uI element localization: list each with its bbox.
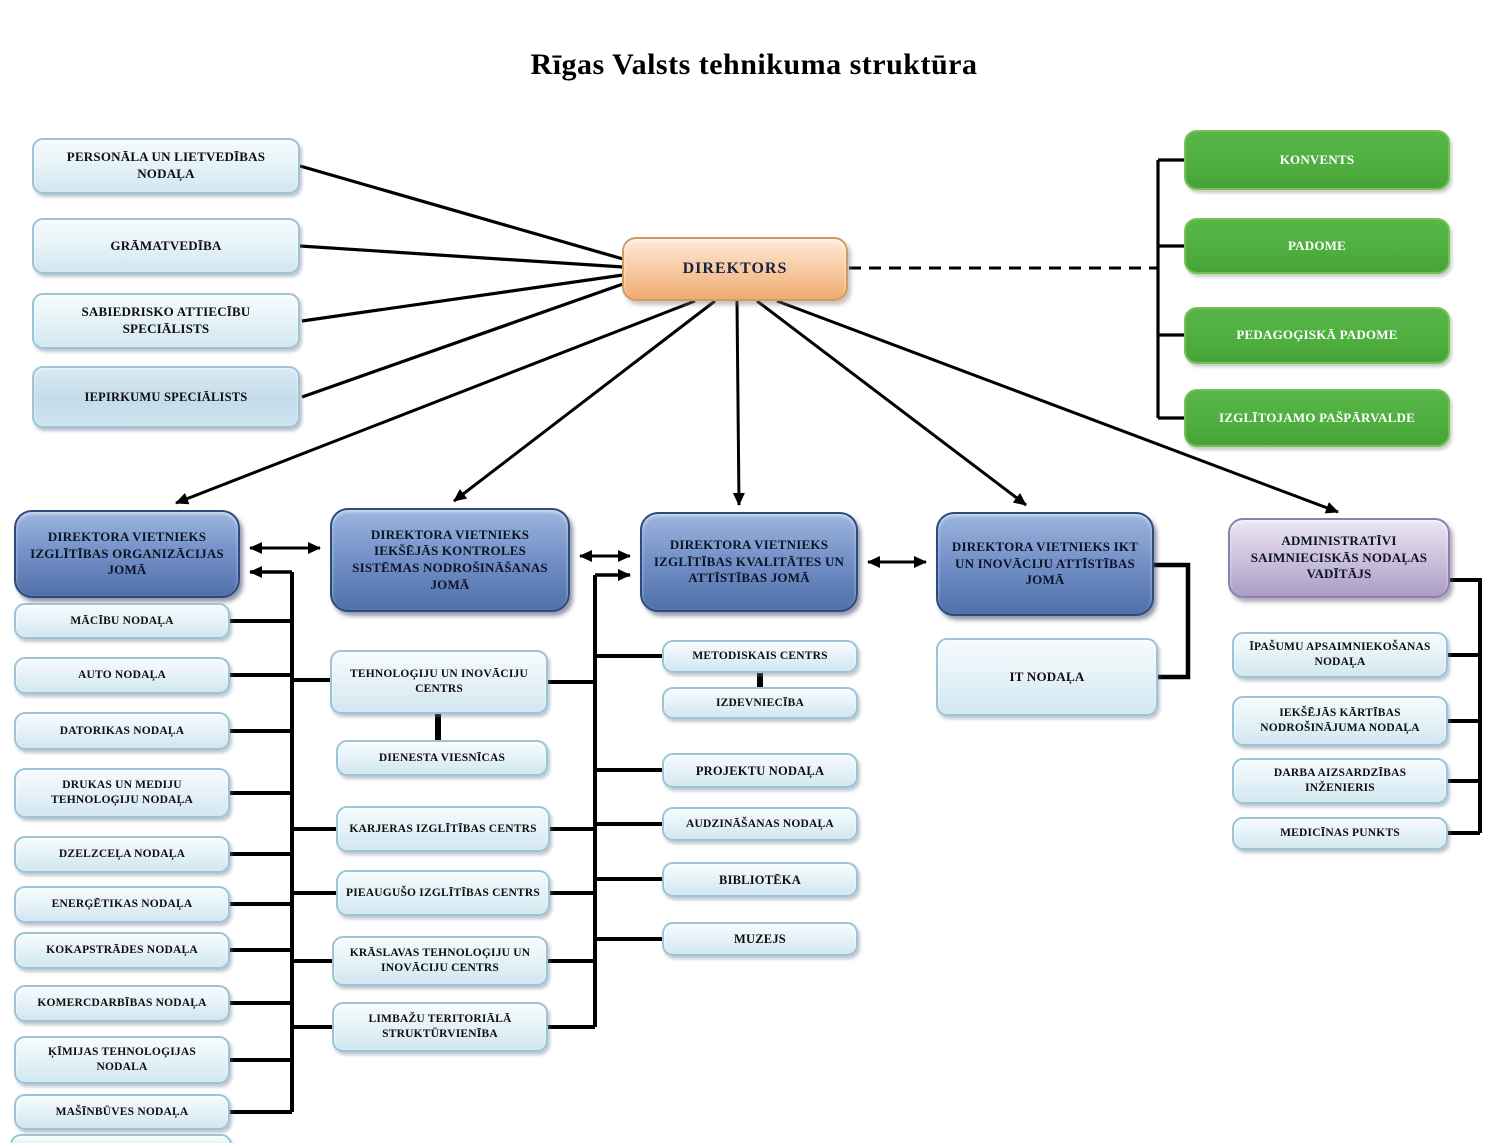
node-komercdarbibas-nodala: KOMERCDARBĪBAS NODAĻA [14, 985, 230, 1022]
arrow-director-dep2 [453, 299, 716, 503]
spine-left-stubs [230, 619, 292, 1114]
node-limbazu-teritoriala-strukturvieniba: LIMBAŽU TERITORIĀLĀ STRUKTŪRVIENĪBA [332, 1002, 548, 1052]
node-personala-un-lietvedibas-nodala: PERSONĀLA UN LIETVEDĪBAS NODAĻA [32, 138, 300, 194]
node-metodiskais-centrs: METODISKAIS CENTRS [662, 640, 858, 673]
node-iepirkumu-specialists: IEPIRKUMU SPECIĀLISTS [32, 366, 300, 428]
spine-admin [1448, 578, 1482, 835]
governance-bracket [1156, 158, 1184, 420]
node-kokapstrades-nodala: KOKAPSTRĀDES NODAĻA [14, 932, 230, 969]
node-karjeras-izglitibas-centrs: KARJERAS IZGLĪTĪBAS CENTRS [336, 806, 550, 852]
node-drukas-mediju-tehnologiju-nodala: DRUKAS UN MEDIJU TEHNOLOĢIJU NODAĻA [14, 768, 230, 818]
arrow-director-dep1 [175, 299, 696, 505]
arrow-director-dep4 [756, 299, 1027, 507]
node-macibu-nodala: MĀCĪBU NODAĻA [14, 603, 230, 639]
node-tehnologiju-inovaciju-centrs: TEHNOLOĢIJU UN INOVĀCIJU CENTRS [330, 650, 548, 714]
node-dienesta-viesnicas: DIENESTA VIESNĪCAS [336, 740, 548, 776]
node-datorikas-nodala: DATORIKAS NODAĻA [14, 712, 230, 750]
node-direktors: DIREKTORS [622, 237, 848, 301]
node-pieauguso-izglitibas-centrs: PIEAUGUŠO IZGLĪTĪBAS CENTRS [336, 870, 550, 916]
spine-right-unit-stubs [595, 654, 662, 941]
node-ieksejas-kartibas-nodrosinajuma-nodala: IEKŠĒJĀS KĀRTĪBAS NODROŠINĀJUMA NODAĻA [1232, 696, 1448, 746]
node-darba-aizsardzibas-inzenieris: DARBA AIZSARDZĪBAS INŽENIERIS [1232, 758, 1448, 804]
node-deputy-ikt-inovaciju: DIREKTORA VIETNIEKS IKT UN INOVĀCIJU ATT… [936, 512, 1154, 616]
link-dep4-it [1152, 562, 1191, 680]
spine-right-centre-stubs [548, 680, 595, 1029]
node-it-nodala: IT NODAĻA [936, 638, 1158, 716]
chart-title: Rīgas Valsts tehnikuma struktūra [530, 48, 978, 81]
node-dzelzcela-nodala: DZELZCEĻA NODAĻA [14, 836, 230, 873]
node-ipasumu-apsaimniekosanas-nodala: ĪPAŠUMU APSAIMNIEKOŠANAS NODAĻA [1232, 632, 1448, 678]
node-izglitojamo-pasparvalde: IZGLĪTOJAMO PAŠPĀRVALDE [1184, 389, 1450, 447]
node-audzinasanas-nodala: AUDZINĀŠANAS NODAĻA [662, 807, 858, 841]
node-padome: PADOME [1184, 218, 1450, 274]
line-sabiedrisko-director [301, 273, 624, 323]
node-konvents: KONVENTS [1184, 130, 1450, 190]
node-izdevnieciba: IZDEVNIECĪBA [662, 687, 858, 719]
node-deputy-kvalitates-attistibas: DIREKTORA VIETNIEKS IZGLĪTĪBAS KVALITĀTE… [640, 512, 858, 612]
spine-left-centre-stubs [292, 678, 336, 1029]
node-masinbuves-nodala: MAŠĪNBŪVES NODAĻA [14, 1094, 230, 1130]
node-deputy-ieksejas-kontroles: DIREKTORA VIETNIEKS IEKŠĒJĀS KONTROLES S… [330, 508, 570, 612]
arrow-director-dep3 [732, 300, 745, 506]
line-gramatvediba-director [299, 244, 624, 269]
node-sabiedrisko-attiecibu-specialists: SABIEDRISKO ATTIECĪBU SPECIĀLISTS [32, 293, 300, 349]
line-iepirkumu-director [301, 282, 624, 399]
node-projektu-nodala: PROJEKTU NODAĻA [662, 753, 858, 788]
line-personala-director [299, 164, 624, 261]
arrow-director-dep5 [776, 299, 1339, 514]
node-gramatvediba: GRĀMATVEDĪBA [32, 218, 300, 274]
node-kraslavas-tehnologiju-inovaciju-centrs: KRĀSLAVAS TEHNOLOĢIJU UN INOVĀCIJU CENTR… [332, 936, 548, 986]
node-medicinas-punkts: MEDICĪNAS PUNKTS [1232, 817, 1448, 850]
node-biblioteka: BIBLIOTĒKA [662, 862, 858, 897]
node-deputy-izglitibas-organizacijas: DIREKTORA VIETNIEKS IZGLĪTĪBAS ORGANIZĀC… [14, 510, 240, 598]
node-administrativi-saimnieciskas-vaditajs: ADMINISTRATĪVI SAIMNIECISKĀS NODAĻAS VAD… [1228, 518, 1450, 598]
node-auto-nodala: AUTO NODAĻA [14, 657, 230, 694]
partial-box-cutoff [10, 1134, 232, 1143]
node-energetikas-nodala: ENERĢĒTIKAS NODAĻA [14, 886, 230, 923]
node-kimijas-tehnologijas-nodala: ĶĪMIJAS TEHNOLOĢIJAS NODALA [14, 1036, 230, 1084]
node-muzejs: MUZEJS [662, 922, 858, 956]
node-pedagogiska-padome: PEDAGOĢISKĀ PADOME [1184, 307, 1450, 364]
